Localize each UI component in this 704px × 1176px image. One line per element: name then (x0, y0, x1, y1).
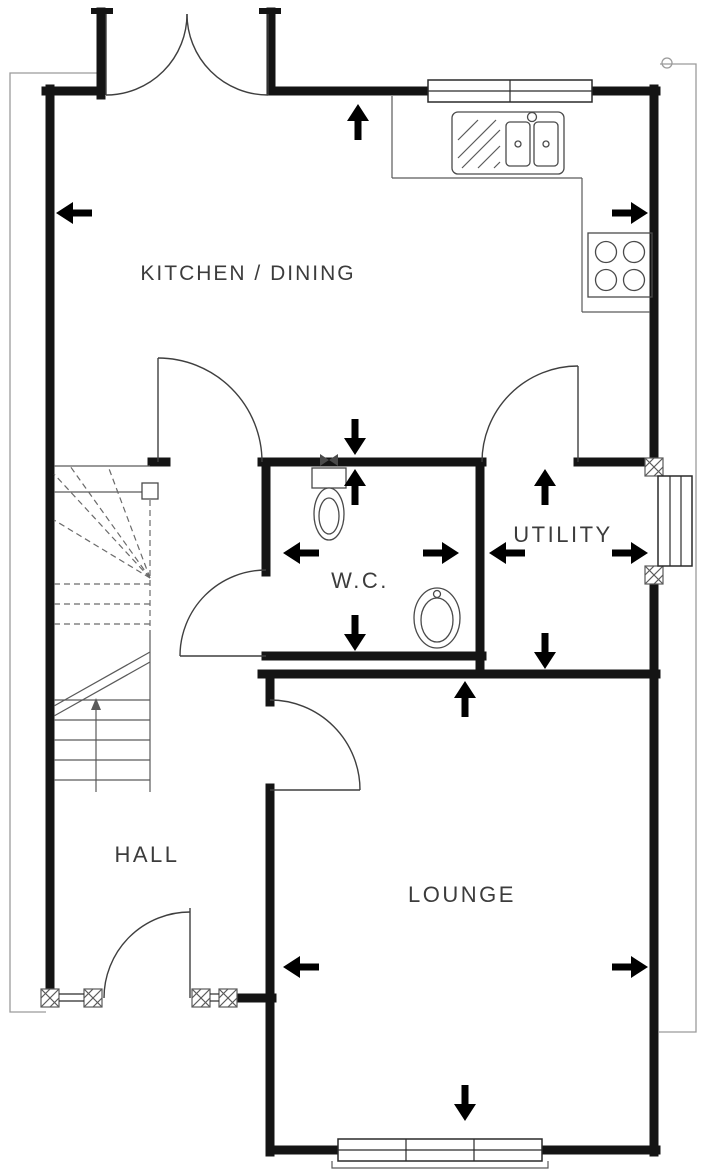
stop-valve-icon (329, 454, 338, 466)
window-end-block (644, 457, 664, 477)
room-labels: KITCHEN / DINING W.C. UTILITY HALL LOUNG… (114, 262, 612, 907)
sink-drainer-hatch (457, 119, 501, 169)
window-end-block (218, 988, 238, 1008)
utility-window (644, 457, 693, 585)
toilet (311, 454, 347, 541)
room-label-hall: HALL (114, 842, 179, 867)
sink-bowl (505, 121, 531, 167)
room-label-lounge: LOUNGE (408, 882, 516, 907)
sink-tap (526, 111, 538, 123)
stair-break-line (53, 661, 151, 717)
hob (587, 232, 653, 298)
front-door (103, 908, 191, 999)
site-boundary-lines (9, 57, 697, 1033)
wash-basin (413, 587, 461, 649)
window-end-block (191, 988, 211, 1008)
window-end-block (644, 565, 664, 585)
staircase (53, 465, 159, 792)
toilet-cistern (311, 467, 347, 489)
basin-tap (432, 589, 442, 599)
newel-post (141, 482, 159, 500)
wc-door (179, 569, 267, 657)
room-label-kitchen-dining: KITCHEN / DINING (140, 262, 355, 285)
utility-door (481, 365, 579, 463)
lounge-door (269, 699, 361, 791)
windows (40, 79, 693, 1169)
window-end-block (40, 988, 60, 1008)
stair-break-line (53, 651, 151, 707)
front-door-sidelight-window (191, 988, 238, 1008)
stop-valve-icon (320, 454, 329, 466)
doors (103, 13, 579, 999)
room-label-utility: UTILITY (513, 522, 612, 547)
stair-direction-arrow (91, 698, 101, 792)
wc-fixtures (311, 454, 461, 649)
room-label-wc: W.C. (331, 568, 389, 593)
window-end-block (83, 988, 103, 1008)
kitchen-hall-door (157, 357, 263, 463)
kitchen-counter (391, 96, 650, 313)
kitchen-fixtures (391, 96, 653, 313)
hall-window (40, 988, 103, 1008)
french-doors (105, 13, 269, 96)
kitchen-window (427, 79, 593, 103)
sink-bowl (533, 121, 559, 167)
drainage-symbol (661, 57, 673, 69)
walls (41, 7, 661, 1157)
lounge-window (331, 1138, 549, 1169)
kitchen-sink (451, 111, 565, 175)
